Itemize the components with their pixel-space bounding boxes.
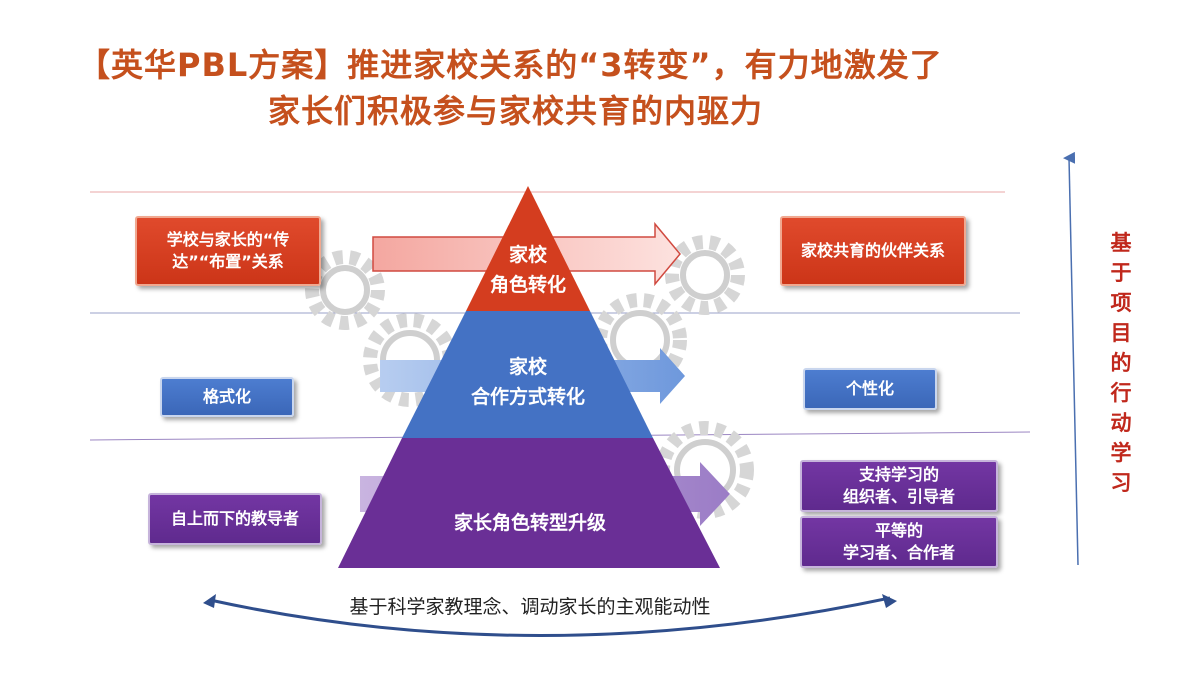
title-line-1: 【英华PBL方案】推进家校关系的“3转变”，有力地激发了 <box>78 46 943 84</box>
curved-arrow-head-left <box>203 594 216 608</box>
right-box-top: 家校共育的伙伴关系 <box>780 216 966 286</box>
curved-arrow-head-right <box>882 594 897 608</box>
right-box-bottom-b: 平等的 学习者、合作者 <box>800 516 998 568</box>
title-line-2: 家长们积极参与家校共育的内驱力 <box>268 92 764 130</box>
pyramid-top-label: 家校 角色转化 <box>489 244 566 296</box>
right-box-bottom-a: 支持学习的 组织者、引导者 <box>800 460 998 512</box>
left-box-middle: 格式化 <box>160 377 294 417</box>
pyramid-middle-label: 家校 合作方式转化 <box>470 356 585 408</box>
right-box-middle: 个性化 <box>803 368 937 410</box>
pyramid-middle-tier <box>402 311 653 438</box>
up-arrow-icon <box>1063 151 1079 566</box>
curved-arrow-icon <box>209 596 891 637</box>
left-box-top: 学校与家长的“传 达”“布置”关系 <box>135 216 321 286</box>
side-label: 基于项目的行动学习 <box>1110 231 1132 495</box>
left-box-bottom: 自上而下的教导者 <box>148 493 322 545</box>
bottom-caption: 基于科学家教理念、调动家长的主观能动性 <box>349 596 711 618</box>
pyramid-bottom-label: 家长角色转型升级 <box>453 512 606 534</box>
pyramid-bottom-tier <box>338 438 720 568</box>
pyramid-top-tier <box>466 186 590 311</box>
